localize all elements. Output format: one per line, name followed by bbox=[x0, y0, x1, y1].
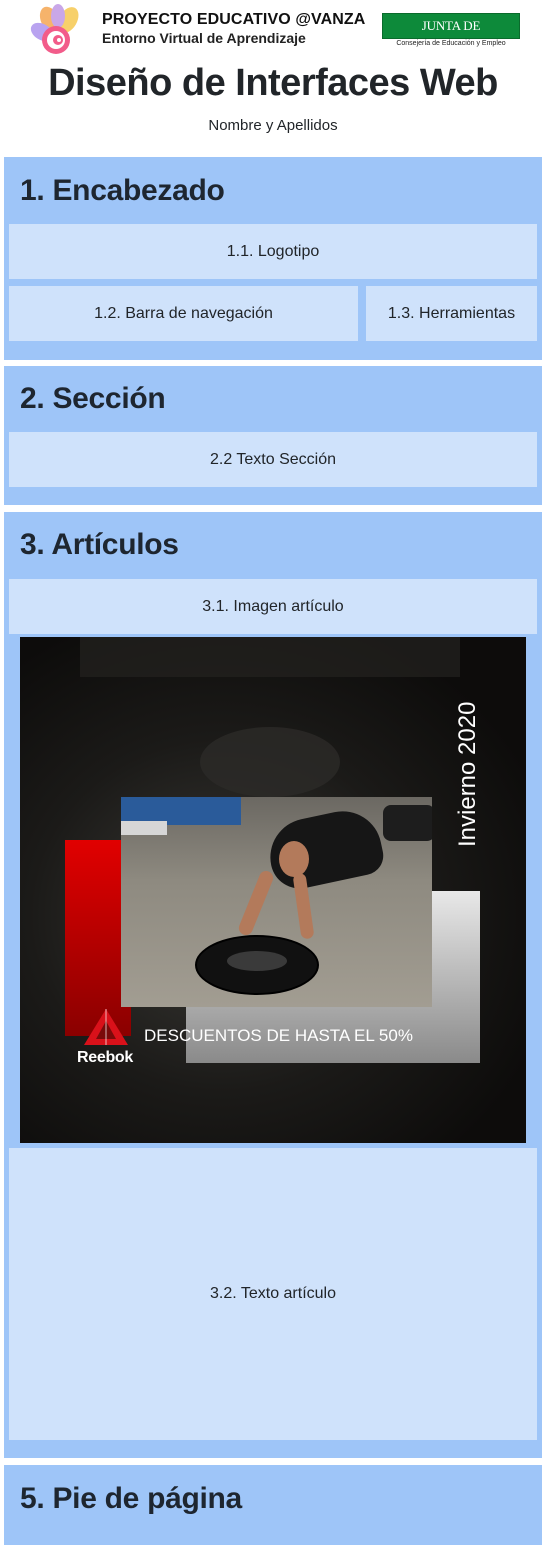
article-ad-image[interactable]: Invierno 2020 Reebok DESCUENTOS DE HASTA… bbox=[20, 637, 526, 1143]
cell-imagen-articulo: 3.1. Imagen artículo bbox=[9, 579, 537, 634]
page-author: Nombre y Apellidos bbox=[208, 117, 338, 134]
tire-icon bbox=[195, 935, 319, 995]
section-heading-articulos: 3. Artículos bbox=[20, 528, 179, 561]
section-encabezado: 1. Encabezado 1.1. Logotipo 1.2. Barra d… bbox=[4, 157, 542, 360]
cell-herramientas: 1.3. Herramientas bbox=[366, 286, 537, 341]
reebok-delta-icon bbox=[84, 1009, 128, 1045]
cell-logotipo: 1.1. Logotipo bbox=[9, 224, 537, 279]
section-articulos: 3. Artículos 3.1. Imagen artículo Invier… bbox=[4, 512, 542, 1458]
brand-subtitle: Entorno Virtual de Aprendizaje bbox=[102, 30, 306, 46]
cell-texto-seccion: 2.2 Texto Sección bbox=[9, 432, 537, 487]
cell-texto-articulo: 3.2. Texto artículo bbox=[9, 1148, 537, 1440]
ad-season-label: Invierno 2020 bbox=[454, 701, 481, 847]
avanza-flower-logo[interactable] bbox=[30, 4, 86, 56]
junta-sublabel: Consejería de Educación y Empleo bbox=[396, 40, 506, 47]
brand-title: PROYECTO EDUCATIVO @VANZA bbox=[102, 11, 366, 28]
section-seccion: 2. Sección 2.2 Texto Sección bbox=[4, 366, 542, 505]
ad-red-panel bbox=[65, 840, 131, 1036]
ad-discount-label: DESCUENTOS DE HASTA EL 50% bbox=[144, 1026, 413, 1045]
ad-photo-athlete bbox=[121, 797, 432, 1007]
cell-barra-navegacion: 1.2. Barra de navegación bbox=[9, 286, 358, 341]
section-heading-encabezado: 1. Encabezado bbox=[20, 174, 225, 207]
section-heading-pie: 5. Pie de página bbox=[20, 1482, 242, 1515]
brand-bar: PROYECTO EDUCATIVO @VANZA Entorno Virtua… bbox=[0, 0, 546, 60]
junta-extremadura-logo[interactable]: JUNTA DE EXTREMADURA bbox=[382, 13, 520, 57]
page-title: Diseño de Interfaces Web bbox=[48, 62, 498, 104]
section-heading-seccion: 2. Sección bbox=[20, 382, 166, 415]
ad-brand-label: Reebok bbox=[77, 1049, 133, 1066]
section-pie-pagina: 5. Pie de página bbox=[4, 1465, 542, 1545]
